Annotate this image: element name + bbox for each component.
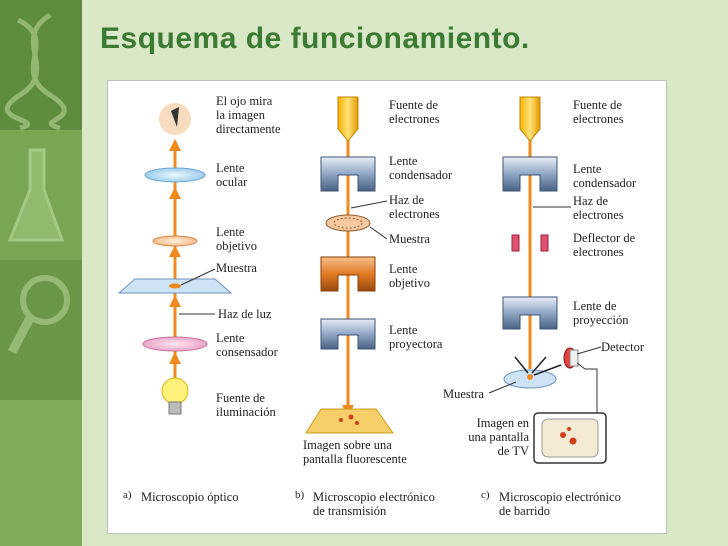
image-spot	[567, 427, 571, 431]
decorative-sidebar	[0, 0, 82, 546]
condenser-lens	[320, 156, 376, 192]
scatter-arrow	[533, 364, 562, 376]
image-spot	[348, 414, 354, 420]
image-spot	[569, 437, 577, 445]
arrow-icon	[169, 295, 181, 307]
electron-gun-icon	[519, 96, 541, 142]
caption-optical: Microscopio óptico	[141, 490, 239, 504]
lightbulb-icon	[161, 377, 189, 415]
detector-cable	[576, 362, 586, 370]
detector-icon	[563, 347, 579, 369]
condenser-lens	[142, 336, 208, 352]
captions: a) Microscopio óptico b) Microscopio ele…	[123, 489, 621, 518]
image-spot	[560, 432, 566, 438]
image-spot	[355, 421, 359, 425]
arrow-icon	[169, 352, 181, 364]
caption-letter-b: b)	[295, 489, 305, 501]
leader-line	[350, 200, 388, 209]
label-sample: Muestra	[216, 261, 257, 275]
projection-lens	[502, 296, 558, 330]
sidebar-tile	[0, 260, 82, 400]
objective-lens	[152, 235, 198, 247]
deflector-plate	[511, 234, 520, 252]
electron-gun-icon	[337, 96, 359, 142]
caption-letter-c: c)	[481, 489, 490, 501]
leader-line	[576, 346, 602, 355]
projector-lens	[320, 318, 376, 350]
sample-spot	[169, 283, 181, 289]
image-spot	[339, 418, 343, 422]
objective-lens	[320, 256, 376, 292]
eye-icon	[159, 103, 191, 135]
magnifier-icon	[8, 275, 70, 355]
detector-cable	[585, 368, 598, 413]
sample-grid-inner	[333, 217, 363, 229]
flask-icon	[7, 148, 65, 242]
ocular-lens	[144, 167, 206, 183]
leader-line	[488, 381, 517, 394]
tv-display	[541, 418, 599, 458]
label-sample: Muestra	[443, 387, 484, 401]
leader-line	[369, 226, 388, 240]
scatter-arrow	[531, 356, 547, 374]
label-light-beam: Haz de luz	[218, 307, 272, 321]
caption-letter-a: a)	[123, 489, 132, 501]
slide-title: Esquema de funcionamiento.	[100, 22, 530, 55]
sample-spot	[527, 374, 533, 380]
deflector-plate	[540, 234, 549, 252]
dna-icon	[4, 12, 67, 131]
label-sample: Muestra	[389, 232, 430, 246]
arrow-icon	[169, 139, 181, 151]
condenser-lens	[502, 156, 558, 192]
label-detector: Detector	[601, 340, 645, 354]
leader-line	[180, 268, 216, 286]
arrow-icon	[169, 187, 181, 199]
scatter-arrow	[514, 356, 529, 374]
fluorescent-screen	[305, 408, 394, 434]
sample-grid	[325, 214, 371, 232]
arrow-icon	[169, 245, 181, 257]
sidebar-tile	[0, 400, 82, 546]
